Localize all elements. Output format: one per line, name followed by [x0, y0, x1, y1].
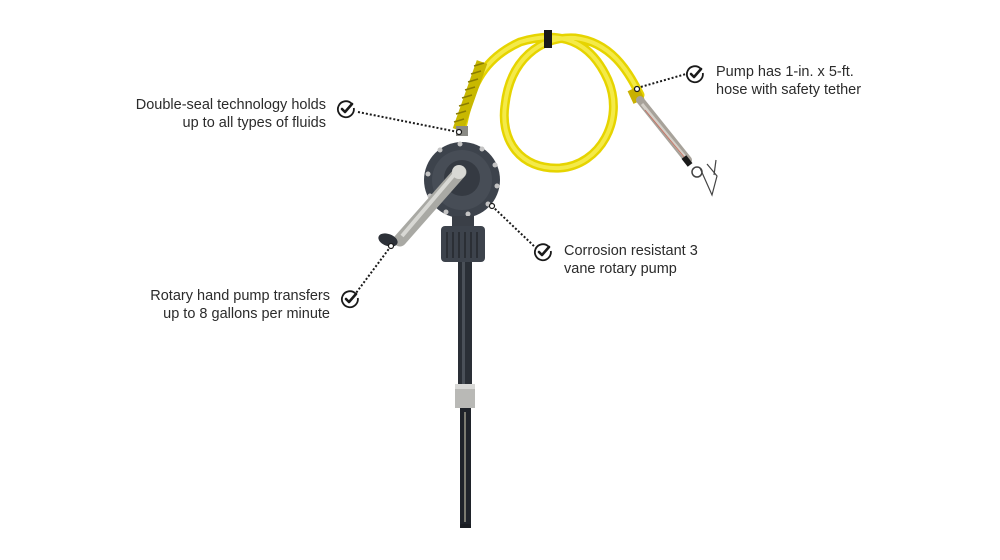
check-circle-icon	[337, 100, 355, 119]
callout-hose-line1: Pump has 1-in. x 5-ft.	[716, 64, 854, 80]
callout-corrosion-line1: Corrosion resistant 3	[564, 243, 698, 259]
callout-hose: Pump has 1-in. x 5-ft. hose with safety …	[716, 63, 861, 99]
spring-coil	[452, 60, 488, 132]
callout-rotary-line1: Rotary hand pump transfers	[150, 288, 330, 304]
check-circle-icon	[341, 290, 359, 309]
callout-double-seal-line1: Double-seal technology holds	[135, 97, 326, 113]
leader-anchors	[387, 85, 641, 250]
hose-tether	[627, 86, 718, 197]
check-circle-icon	[686, 65, 704, 84]
check-circle-icon	[534, 243, 552, 262]
yellow-hose	[452, 30, 645, 173]
callout-hose-line2: hose with safety tether	[716, 82, 862, 98]
bung-adapter	[441, 216, 485, 262]
suction-tube	[455, 262, 475, 528]
callout-corrosion-line2: vane rotary pump	[564, 261, 677, 277]
hose-tie	[544, 30, 552, 48]
leader-lines	[355, 73, 687, 294]
callout-corrosion: Corrosion resistant 3 vane rotary pump	[564, 242, 698, 278]
leader-hose	[636, 73, 687, 89]
leader-corrosion	[491, 205, 537, 249]
leader-rotary	[355, 245, 392, 294]
callout-rotary: Rotary hand pump transfers up to 8 gallo…	[150, 287, 330, 323]
leader-double-seal	[357, 111, 459, 133]
callout-rotary-line2: up to 8 gallons per minute	[163, 306, 330, 322]
callout-double-seal-line2: up to all types of fluids	[182, 115, 326, 131]
callout-double-seal: Double-seal technology holds up to all t…	[136, 96, 326, 132]
crank-handle	[378, 165, 467, 247]
